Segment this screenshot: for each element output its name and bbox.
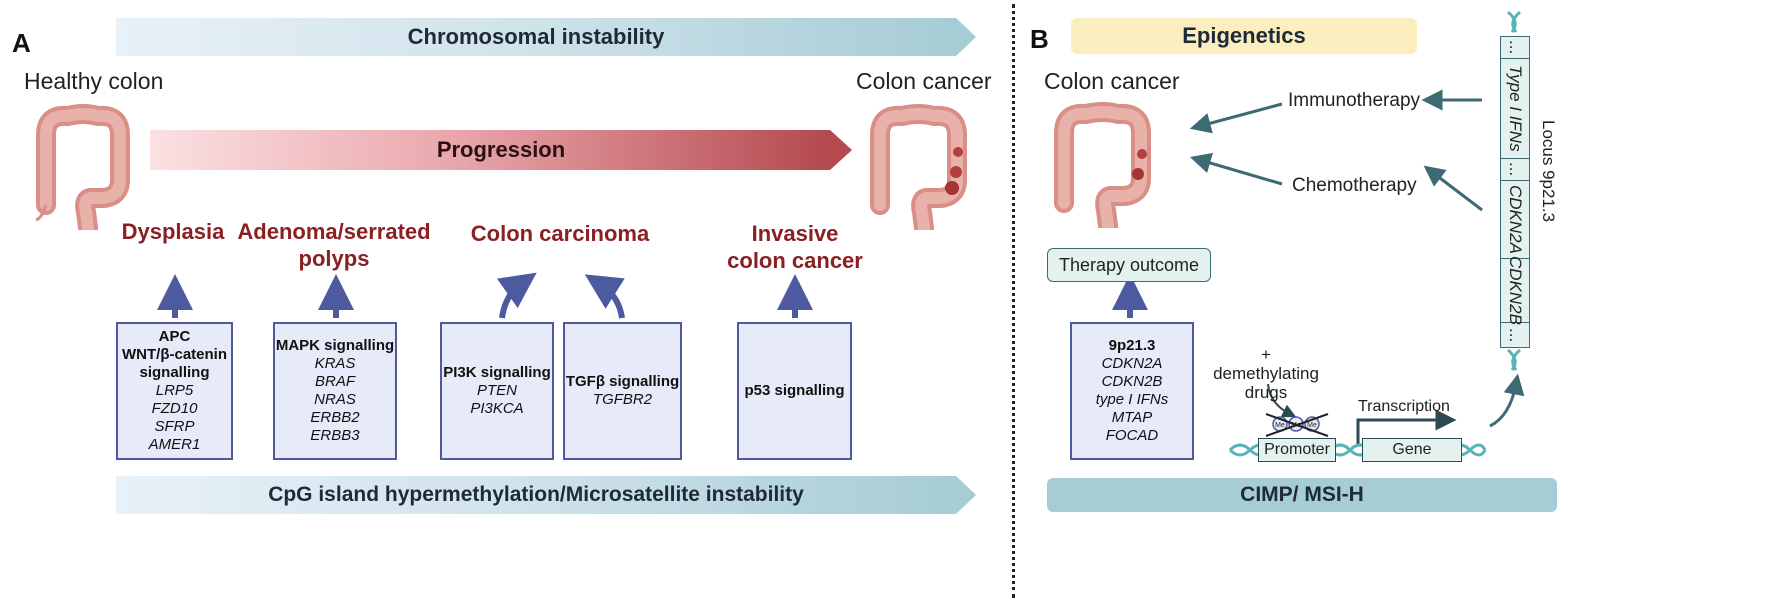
healthy-colon-label: Healthy colon — [24, 68, 164, 94]
locus-9p21-column: ... Type I IFNs ... CDKN2A CDKN2B ... — [1500, 36, 1530, 348]
panel-divider — [1012, 4, 1015, 598]
transcription-arrow — [1356, 409, 1457, 444]
box-apc-wnt: APC WNT/β-catenin signalling LRP5 FZD10 … — [116, 322, 233, 460]
locus-cell-2: ... — [1501, 159, 1529, 181]
locus-cell-cdkn2a: CDKN2A — [1501, 181, 1529, 259]
gene-erbb2: ERBB2 — [310, 409, 360, 426]
gene-cdkn2a: CDKN2A — [1101, 355, 1163, 372]
methyl-label-1: Me — [1275, 422, 1285, 429]
demethylating-line2: drugs — [1244, 383, 1288, 402]
arrow-curve-pi3k — [496, 272, 537, 319]
gene-focad: FOCAD — [1105, 427, 1159, 444]
cpg-msi-label: CpG island hypermethylation/Microsatelli… — [268, 483, 804, 506]
gene-fzd10: FZD10 — [151, 400, 198, 417]
signalling-title: signalling — [139, 364, 210, 381]
epigenetics-label: Epigenetics — [1182, 23, 1306, 48]
progression-arrow-tip — [830, 130, 852, 170]
cimp-msi-label: CIMP/ MSI-H — [1240, 483, 1364, 506]
dna-helix-top — [1507, 10, 1521, 33]
gene-pi3kca: PI3KCA — [470, 400, 524, 417]
stage-adenoma: Adenoma/serrated polyps — [236, 218, 432, 272]
chemotherapy-label: Chemotherapy — [1292, 175, 1417, 196]
stage-adenoma-line1: Adenoma/serrated — [237, 219, 431, 244]
box-pi3k: PI3K signalling PTEN PI3KCA — [440, 322, 554, 460]
mapk-title: MAPK signalling — [275, 337, 395, 354]
gene-nras: NRAS — [314, 391, 356, 408]
arrow-chemotherapy-to-colon — [1189, 152, 1283, 186]
arrow-to-locus — [1489, 373, 1525, 428]
demethylating-drugs-label: + demethylating drugs — [1206, 345, 1326, 402]
box-9p21: 9p21.3 CDKN2A CDKN2B type I IFNs MTAP FO… — [1070, 322, 1194, 460]
healthy-colon-icon — [35, 104, 130, 230]
therapy-outcome-box: Therapy outcome — [1047, 248, 1211, 282]
arrow-locus-to-chemotherapy — [1423, 165, 1483, 212]
progression-label: Progression — [436, 137, 566, 162]
apc-title: APC — [158, 328, 191, 345]
gene-lrp5: LRP5 — [155, 382, 194, 399]
progression-bar — [150, 130, 830, 170]
stage-adenoma-line2: polyps — [298, 246, 370, 271]
box-p53: p53 signalling — [737, 322, 852, 460]
gene-label: Gene — [1392, 441, 1432, 458]
demethylating-line1: + demethylating — [1213, 345, 1319, 383]
epigenetics-banner: Epigenetics — [1071, 18, 1417, 54]
panel-a-arrows — [157, 272, 813, 319]
colon-cancer-label-a: Colon cancer — [856, 68, 992, 94]
gene-amer1: AMER1 — [148, 436, 201, 453]
chromosomal-instability-banner: Chromosomal instability — [116, 18, 956, 56]
methyl-cross-icon — [1265, 413, 1329, 437]
panel-letter-a: A — [12, 28, 31, 58]
9p21-title: 9p21.3 — [1108, 337, 1156, 354]
locus-label: Locus 9p21.3 — [1539, 120, 1558, 223]
arrow-demethylating-drugs — [1267, 383, 1297, 418]
transcription-label: Transcription — [1358, 398, 1450, 415]
promoter-box: Promoter — [1258, 438, 1336, 462]
stage-invasive-line1: Invasive — [751, 221, 839, 246]
arrow-immunotherapy-to-colon — [1189, 102, 1283, 134]
chromosomal-instability-arrow-tip — [956, 18, 976, 56]
locus-cell-cdkn2b: CDKN2B — [1501, 256, 1529, 325]
stage-invasive-line2: colon cancer — [727, 248, 863, 273]
gene-pten: PTEN — [476, 382, 517, 399]
locus-cell-0: ... — [1501, 37, 1529, 59]
gene-box: Gene — [1362, 438, 1462, 462]
arrow-curve-tgfb — [584, 274, 625, 319]
cpg-msi-arrow-tip — [956, 476, 976, 514]
stage-dysplasia: Dysplasia — [121, 219, 225, 244]
cpg-msi-banner: CpG island hypermethylation/Microsatelli… — [116, 476, 956, 514]
p53-title: p53 signalling — [744, 382, 845, 399]
panel-letter-b: B — [1030, 24, 1049, 54]
gene-sfrp: SFRP — [154, 418, 195, 435]
locus-cell-type-i-ifns: Type I IFNs — [1501, 59, 1529, 159]
gene-cdkn2b: CDKN2B — [1101, 373, 1163, 390]
stage-invasive: Invasive colon cancer — [722, 220, 868, 274]
stage-colon-carcinoma: Colon carcinoma — [470, 221, 650, 246]
gene-erbb3: ERBB3 — [310, 427, 360, 444]
box-tgfb: TGFβ signalling TGFBR2 — [563, 322, 682, 460]
gene-braf: BRAF — [314, 373, 355, 390]
locus-cell-5: ... — [1506, 327, 1525, 343]
wnt-title: WNT/β-catenin — [122, 346, 227, 363]
methyl-label-3: Me — [1307, 422, 1317, 429]
therapy-outcome-label: Therapy outcome — [1058, 254, 1200, 275]
pi3k-title: PI3K signalling — [443, 364, 551, 381]
box-mapk: MAPK signalling KRAS BRAF NRAS ERBB2 ERB… — [273, 322, 397, 460]
gene-mtap: MTAP — [1111, 409, 1153, 426]
gene-type-i-ifns: type I IFNs — [1095, 391, 1169, 408]
panel-b-arrows: Me Me Me — [1112, 10, 1525, 457]
immunotherapy-label: Immunotherapy — [1288, 90, 1421, 111]
gene-tgfbr2: TGFBR2 — [592, 391, 653, 408]
dna-helix-bottom — [1507, 348, 1521, 371]
colon-cancer-label-b: Colon cancer — [1044, 68, 1180, 94]
tgfb-title: TGFβ signalling — [565, 373, 680, 390]
colon-cancer-icon-b — [1054, 102, 1151, 228]
cimp-msi-banner: CIMP/ MSI-H — [1047, 478, 1557, 512]
promoter-label: Promoter — [1264, 441, 1330, 458]
chromosomal-instability-label: Chromosomal instability — [407, 24, 665, 49]
colon-cancer-icon-a — [870, 104, 967, 230]
gene-kras: KRAS — [314, 355, 356, 372]
